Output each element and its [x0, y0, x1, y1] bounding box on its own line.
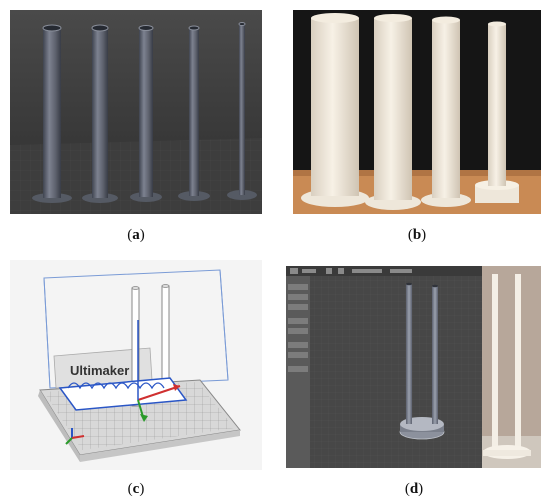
panel-c-slicer: Ultimaker: [10, 260, 262, 470]
corner-axis-indicator: [65, 428, 85, 445]
panel-b-photo: [293, 10, 541, 214]
tube-render-scene: [10, 10, 262, 214]
modeling-editor-scene: [286, 266, 541, 468]
caption-c: (c): [127, 481, 145, 497]
printed-model-photo: [482, 266, 541, 468]
editor-menu-bar[interactable]: [286, 266, 482, 276]
tube-5: [227, 22, 257, 200]
panel-a-render: [10, 10, 262, 214]
3d-viewport[interactable]: [310, 276, 482, 468]
axis-gizmo[interactable]: [137, 320, 181, 422]
panel-d-editor: [286, 266, 541, 468]
ultimaker-logo: Ultimaker: [70, 363, 129, 378]
build-volume-wireframe: [43, 269, 229, 389]
printed-tube-3: [421, 16, 471, 207]
model-rods: [131, 284, 170, 407]
printed-tubes-photo: [293, 10, 541, 214]
tool-shelf-buttons[interactable]: [288, 284, 308, 372]
caption-b: (b): [407, 227, 427, 243]
tube-2: [82, 24, 118, 203]
ultimaker-backplate: Ultimaker: [53, 347, 153, 389]
caption-a: (a): [127, 227, 145, 243]
tube-4: [178, 25, 210, 201]
viewport-model: [399, 282, 445, 440]
editor-menu-icons[interactable]: [290, 268, 412, 274]
tube-3: [130, 25, 162, 202]
printed-tube-1: [301, 13, 369, 207]
selected-model-base: [58, 377, 188, 411]
slicer-scene: Ultimaker: [10, 260, 262, 470]
tube-1: [32, 24, 72, 203]
printed-tube-2: [365, 14, 421, 210]
printed-tube-4: [475, 21, 519, 203]
caption-d: (d): [404, 481, 424, 497]
